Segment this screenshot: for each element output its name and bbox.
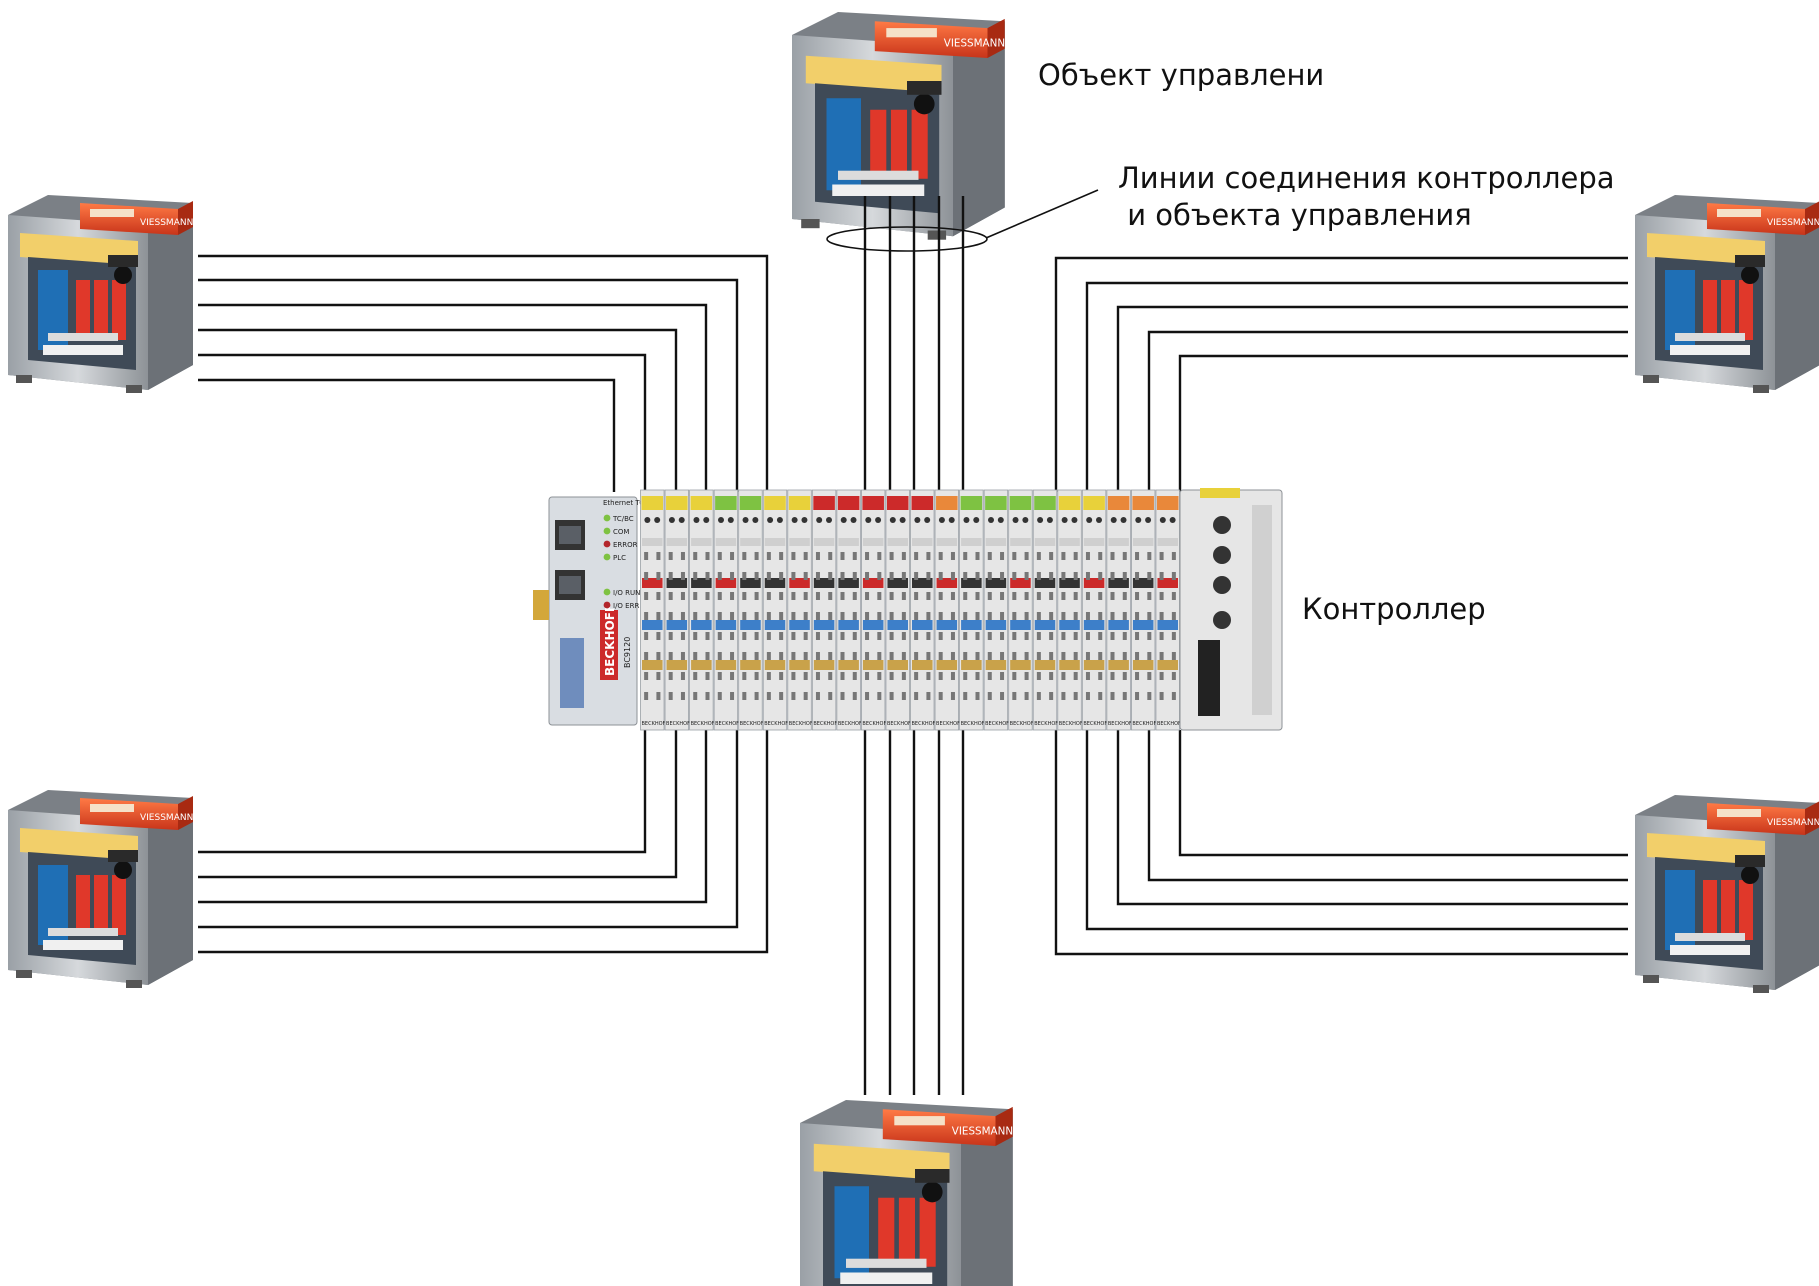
boiler-left-top <box>8 195 194 393</box>
status-led-label: TC/BC <box>612 515 634 523</box>
module-brand-label: BECKHOFF <box>1108 721 1135 727</box>
lines-label-1: Линии соединения контроллера <box>1118 161 1615 195</box>
status-led <box>603 527 611 535</box>
io-module: BECKHOFF <box>811 489 840 731</box>
lines-label-2: и объекта управления <box>1118 198 1472 232</box>
io-module: BECKHOFF <box>762 489 791 731</box>
module-brand-label: BECKHOFF <box>912 721 939 727</box>
status-led <box>603 540 611 548</box>
io-module: BECKHOFF <box>934 489 963 731</box>
wire-right-bottom <box>1054 730 1628 956</box>
controller-label: Контроллер <box>1302 592 1486 626</box>
io-module: BECKHOFF <box>1131 489 1159 731</box>
io-module: BECKHOFF <box>885 489 914 731</box>
status-led-label: PLC <box>613 554 626 562</box>
wire-left-top <box>198 254 769 492</box>
wire-right-bottom <box>1147 730 1628 882</box>
io-module: BECKHOFF <box>959 489 988 731</box>
wire-left-top <box>198 278 739 492</box>
brand-label: BECKHOFF <box>603 604 617 676</box>
module-brand-label: BECKHOFF <box>1157 721 1184 727</box>
io-module: BECKHOFF <box>1106 489 1135 731</box>
io-module: BECKHOFF <box>689 489 718 731</box>
module-brand-label: BECKHOFF <box>691 721 718 727</box>
module-brand-label: BECKHOFF <box>642 721 669 727</box>
status-led <box>603 514 611 522</box>
object-label: Объект управлени <box>1038 58 1324 92</box>
io-module: BECKHOFF <box>1081 489 1110 731</box>
wire-left-bottom <box>198 730 739 929</box>
io-modules: BECKHOFFBECKHOFFBECKHOFFBECKHOFFBECKHOFF… <box>640 489 1184 731</box>
wire-left-bottom <box>198 730 769 954</box>
io-module: BECKHOFF <box>787 489 816 731</box>
wire-right-bottom <box>1116 730 1628 906</box>
module-brand-label: BECKHOFF <box>838 721 865 727</box>
wire-left-top <box>198 328 678 492</box>
bundle-ellipse <box>826 226 988 252</box>
module-brand-label: BECKHOFF <box>961 721 988 727</box>
boiler-bottom <box>800 1100 1014 1286</box>
wire-right-top <box>1147 330 1628 492</box>
status-led-label: I/O ERR <box>613 602 639 610</box>
io-module: BECKHOFF <box>738 489 767 731</box>
wire-right-bottom <box>1085 730 1628 931</box>
io-module: BECKHOFF <box>713 489 742 731</box>
module-brand-label: BECKHOFF <box>985 721 1012 727</box>
connection-lines <box>198 196 1628 1095</box>
wire-left-top <box>198 303 708 492</box>
wire-right-top <box>1178 354 1628 492</box>
io-module: BECKHOFF <box>1057 489 1086 731</box>
module-brand-label: BECKHOFF <box>936 721 963 727</box>
brand-strip <box>600 610 618 680</box>
callout-line <box>985 189 1099 239</box>
wire-left-top <box>198 353 647 492</box>
status-leds: TC/BC COM ERROR PLC I/O RUN I/O ERR <box>603 514 640 610</box>
boiler-left-bottom <box>8 790 194 988</box>
boiler-top <box>792 12 1006 240</box>
module-brand-label: BECKHOFF <box>862 721 889 727</box>
module-brand-label: BECKHOFF <box>887 721 914 727</box>
io-module: BECKHOFF <box>664 489 693 731</box>
wire-right-bottom <box>1178 730 1628 857</box>
module-brand-label: BECKHOFF <box>715 721 742 727</box>
io-module: BECKHOFF <box>640 489 669 731</box>
boiler-right-top <box>1635 195 1819 393</box>
wire-right-top <box>1116 305 1628 492</box>
wire-right-top <box>1054 256 1628 492</box>
module-brand-label: BECKHOFF <box>1010 721 1037 727</box>
io-module: BECKHOFF <box>1032 489 1061 731</box>
module-brand-label: BECKHOFF <box>1059 721 1086 727</box>
wire-right-top <box>1085 281 1628 492</box>
io-module: BECKHOFF <box>836 489 865 731</box>
io-module: BECKHOFF <box>910 489 939 731</box>
status-led-label: I/O RUN <box>613 589 640 597</box>
module-brand-label: BECKHOFF <box>666 721 693 727</box>
wire-left-bottom <box>198 730 708 904</box>
io-module: BECKHOFF <box>1008 489 1037 731</box>
module-brand-label: BECKHOFF <box>764 721 791 727</box>
boiler-right-bottom <box>1635 795 1819 993</box>
network-label: Ethernet TCP/IP <box>603 499 657 507</box>
module-brand-label: BECKHOFF <box>1083 721 1110 727</box>
status-led <box>603 588 611 596</box>
module-brand-label: BECKHOFF <box>789 721 816 727</box>
wire-left-bottom <box>198 730 678 879</box>
status-led <box>603 553 611 561</box>
module-brand-label: BECKHOFF <box>740 721 767 727</box>
io-module: BECKHOFF <box>861 489 889 731</box>
status-led-label: COM <box>613 528 629 536</box>
module-brand-label: BECKHOFF <box>1034 721 1061 727</box>
status-led <box>603 601 611 609</box>
plc-controller: BECKHOFF BC9120 Ethernet TCP/IP TC/BC COM… <box>533 488 1283 731</box>
model-label: BC9120 <box>623 637 632 668</box>
wire-left-top <box>198 378 616 492</box>
io-module: BECKHOFF <box>983 489 1012 731</box>
io-module: BECKHOFF <box>1155 489 1184 731</box>
module-brand-label: BECKHOFF <box>813 721 840 727</box>
module-brand-label: BECKHOFF <box>1132 721 1159 727</box>
wire-left-bottom <box>198 730 647 854</box>
status-led-label: ERROR <box>613 541 638 549</box>
